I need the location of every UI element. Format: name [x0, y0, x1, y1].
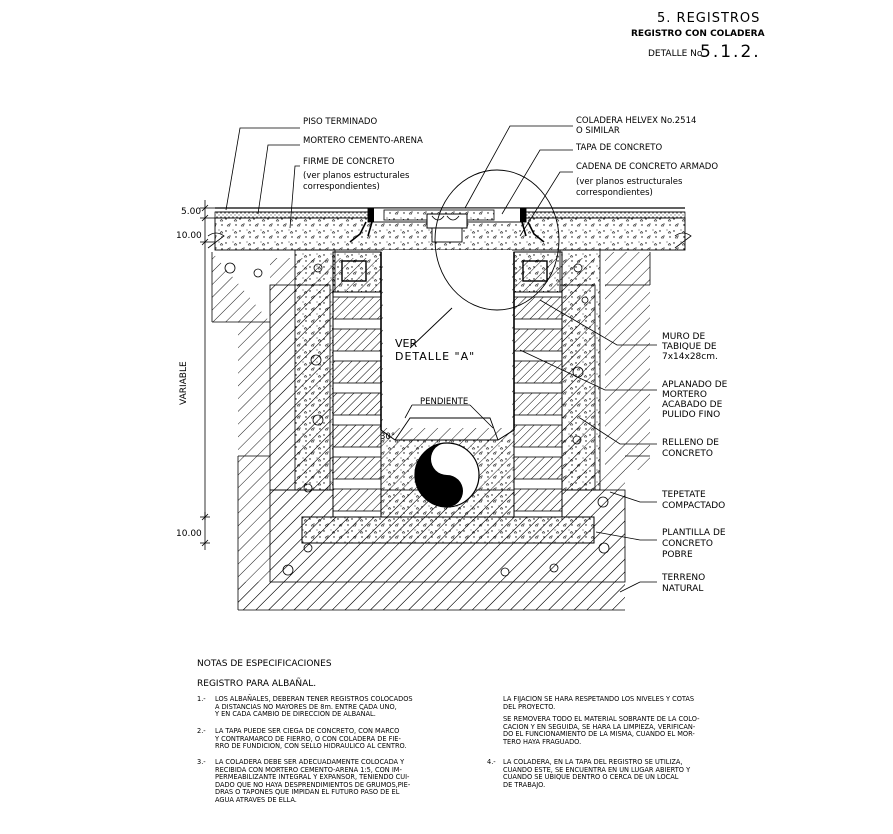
label-cadena-note-2: correspondientes) [576, 188, 653, 198]
label-tapa: TAPA DE CONCRETO [576, 143, 663, 153]
label-aplanado-3: ACABADO DE [662, 400, 723, 410]
plantilla [301, 516, 595, 544]
label-tepetate-2: COMPACTADO [662, 501, 726, 511]
dim-5: 5.00 [181, 207, 202, 217]
label-aplanado-1: APLANADO DE [662, 380, 728, 390]
relleno-left [294, 249, 336, 491]
brick-wall-left [332, 291, 382, 518]
pipe-section [414, 442, 480, 508]
note-1-num: 1.- [197, 695, 206, 703]
label-plantilla-3: POBRE [662, 550, 693, 560]
label-angle: 30° [380, 432, 396, 442]
brick-wall-right [513, 291, 563, 518]
label-plantilla-2: CONCRETO [662, 539, 713, 549]
dim-variable: VARIABLE [179, 361, 189, 405]
label-pendiente: PENDIENTE [420, 397, 469, 407]
note-2-num: 2.- [197, 727, 206, 735]
relleno-right [559, 249, 601, 491]
note-3-num: 3.- [197, 758, 206, 766]
detail-prefix: DETALLE No [648, 49, 703, 59]
label-muro-2: TABIQUE DE [662, 342, 717, 352]
dim-10-top: 10.00 [176, 231, 202, 241]
label-coladera-2: O SIMILAR [576, 126, 620, 136]
label-aplanado-4: PULIDO FINO [662, 410, 721, 420]
note-4: LA COLADERA, EN LA TAPA DEL REGISTRO SE … [503, 758, 691, 789]
note-3-cont-2: SE REMOVERA TODO EL MATERIAL SOBRANTE DE… [503, 715, 700, 746]
detail-number: 5.1.2. [700, 42, 761, 62]
label-coladera-1: COLADERA HELVEX No.2514 [576, 116, 697, 126]
label-cadena: CADENA DE CONCRETO ARMADO [576, 162, 719, 172]
cadena-right [513, 251, 563, 293]
label-muro-3: 7x14x28cm. [662, 352, 718, 362]
dim-10-bottom: 10.00 [176, 529, 202, 539]
label-muro-1: MURO DE [662, 332, 706, 342]
label-cadena-note-1: (ver planos estructurales [576, 177, 683, 187]
label-detalle-a: DETALLE "A" [395, 350, 476, 363]
note-3: LA COLADERA DEBE SER ADECUADAMENTE COLOC… [215, 758, 411, 804]
label-terreno-1: TERRENO [662, 573, 706, 583]
label-plantilla-1: PLANTILLA DE [662, 528, 726, 538]
label-aplanado-2: MORTERO [662, 390, 707, 400]
section-title: 5. REGISTROS [657, 11, 761, 26]
label-firme-note-2: correspondientes) [303, 182, 380, 192]
label-ver: VER [395, 337, 418, 350]
note-1: LOS ALBAÑALES, DEBERAN TENER REGISTROS C… [215, 695, 413, 719]
label-firme-note-1: (ver planos estructurales [303, 171, 410, 181]
label-relleno-2: CONCRETO [662, 449, 713, 459]
label-relleno-1: RELLENO DE [662, 438, 719, 448]
label-tepetate-1: TEPETATE [662, 490, 706, 500]
notes-heading: NOTAS DE ESPECIFICACIONES [197, 659, 332, 669]
note-2: LA TAPA PUEDE SER CIEGA DE CONCRETO, CON… [215, 727, 407, 751]
label-piso: PISO TERMINADO [303, 117, 378, 127]
cadena-left [332, 251, 382, 293]
label-mortero: MORTERO CEMENTO-ARENA [303, 136, 423, 146]
note-3-cont-1: LA FIJACION SE HARA RESPETANDO LOS NIVEL… [503, 695, 695, 711]
drawing-title: REGISTRO CON COLADERA [631, 29, 765, 39]
label-firme: FIRME DE CONCRETO [303, 157, 395, 167]
note-4-num: 4.- [487, 758, 496, 766]
registro-interior [383, 250, 512, 428]
label-terreno-2: NATURAL [662, 584, 704, 594]
notes-subheading: REGISTRO PARA ALBAÑAL. [197, 679, 317, 689]
